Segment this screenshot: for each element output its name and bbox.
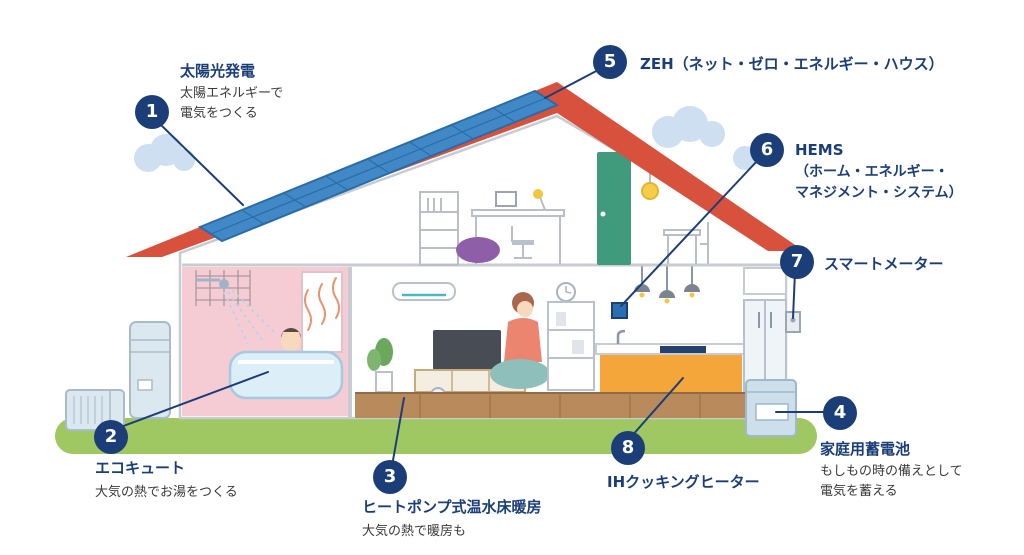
callout-6-label: HEMS — [795, 141, 844, 159]
callout-2-badge: 2 — [94, 420, 128, 454]
attic-table — [663, 222, 709, 264]
steam — [304, 277, 340, 331]
bathtub — [228, 328, 344, 400]
attic — [419, 152, 709, 266]
bean-bag — [456, 237, 500, 263]
callout-2-label: エコキュート — [95, 459, 186, 477]
hems-panel — [611, 302, 628, 319]
callout-8-badge: 8 — [611, 431, 645, 465]
ih-cooktop — [660, 346, 706, 353]
leader-line-2 — [117, 371, 269, 429]
green-door — [597, 152, 631, 265]
grass — [55, 418, 817, 454]
ecocute-tank — [129, 321, 171, 419]
callout-3-badge: 3 — [373, 460, 407, 494]
shower-icon — [196, 278, 277, 345]
person-sitting — [490, 292, 550, 389]
callout-7-badge: 7 — [780, 245, 814, 279]
callout-4-label: 家庭用蓄電池 — [820, 440, 911, 458]
roof — [126, 82, 804, 257]
leader-line-3 — [391, 397, 405, 467]
callout-5-badge: 5 — [593, 45, 627, 79]
monitor — [495, 191, 517, 207]
refrigerator — [743, 267, 787, 397]
tv — [433, 330, 501, 370]
bookshelf — [419, 191, 459, 266]
callout-3-desc: 大気の熱で暖房も — [362, 524, 467, 539]
storage-battery — [745, 379, 797, 437]
callout-8-label: IHクッキングヒーター — [607, 473, 760, 491]
callout-4-badge: 4 — [823, 396, 857, 430]
callout-2-desc: 大気の熱でお湯をつくる — [95, 485, 238, 500]
leader-line-1 — [159, 123, 244, 206]
leader-line-8 — [629, 377, 684, 439]
callout-1-badge: 1 — [135, 95, 169, 129]
callout-6-badge: 6 — [750, 133, 784, 167]
office-chair — [511, 226, 534, 259]
plant — [367, 338, 393, 393]
ceiling-lamp — [641, 168, 659, 200]
leader-line-7 — [792, 271, 796, 319]
callout-4-desc: もしもの時の備えとして 電気を蓄える — [820, 464, 963, 500]
kitchen-island — [595, 329, 747, 396]
faucet-icon — [616, 329, 626, 344]
bathroom — [182, 267, 348, 416]
callout-7-label: スマートメーター — [824, 255, 944, 273]
callout-1-desc: 太陽エネルギーで 電気をつくる — [180, 86, 284, 122]
desk — [471, 189, 565, 264]
shelf-unit — [547, 301, 595, 391]
living-room — [367, 282, 628, 403]
pendant-light — [634, 265, 700, 304]
callout-6-desc: （ホーム・エネルギー・ マネジメント・システム） — [795, 164, 963, 201]
callout-5-label: ZEH（ネット・ゼロ・エネルギー・ハウス） — [640, 55, 944, 73]
leader-line-5 — [544, 67, 603, 99]
leader-line-6 — [620, 159, 759, 307]
solar-panel — [197, 89, 560, 243]
callout-1-label: 太陽光発電 — [180, 62, 256, 80]
callout-3-label: ヒートポンプ式温水床暖房 — [362, 498, 542, 516]
wood-floor — [355, 392, 786, 418]
desk-lamp — [533, 189, 543, 199]
cloud — [134, 134, 195, 172]
wall-clock — [556, 282, 576, 302]
air-conditioner — [392, 282, 456, 301]
person-bathing — [281, 331, 301, 351]
